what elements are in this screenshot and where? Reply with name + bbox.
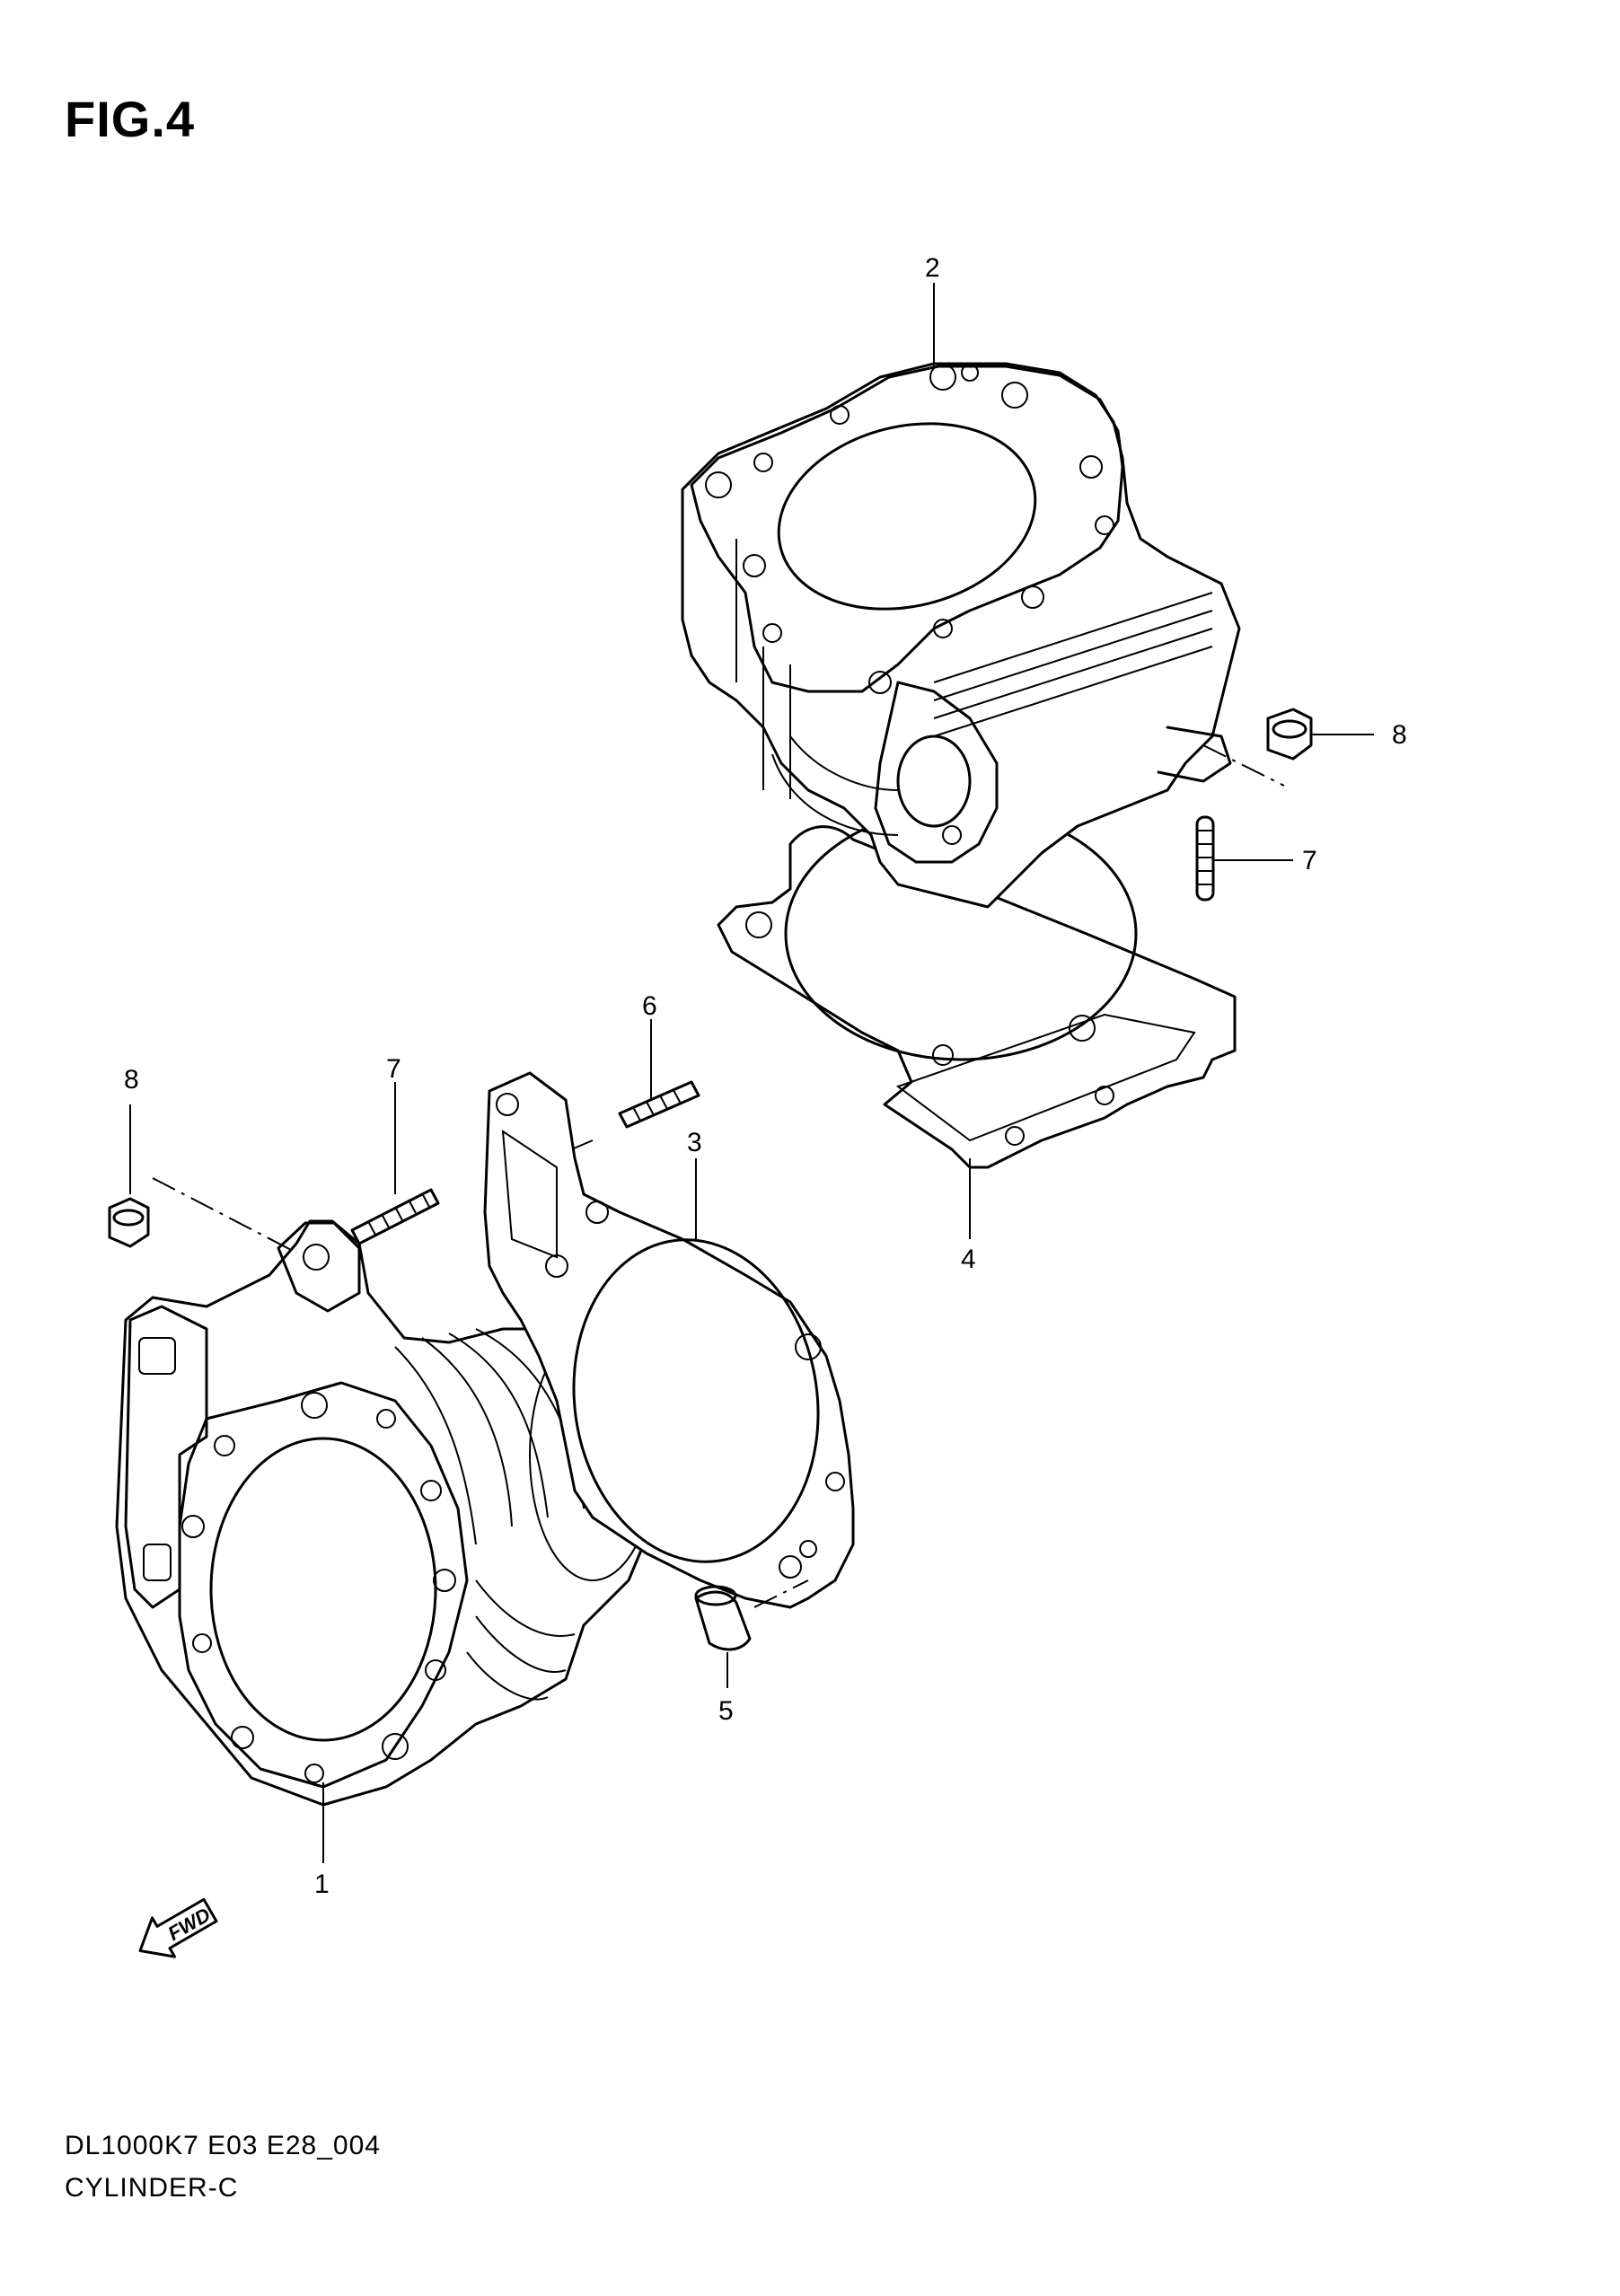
rear-cylinder-part-2 (681, 362, 1241, 1169)
callout-8-lower: 8 (124, 1065, 139, 1095)
callout-6: 6 (642, 991, 657, 1021)
stud-part-6 (529, 1019, 700, 1168)
stud-part-7-lower (350, 1082, 440, 1245)
dowel-pin-part-5 (694, 1579, 809, 1688)
callout-4: 4 (961, 1245, 976, 1274)
stud-part-7-upper (1195, 815, 1293, 902)
fwd-arrow-icon: FWD (138, 1897, 218, 1958)
nut-part-8-upper (1202, 708, 1374, 787)
nut-part-8-lower (108, 1104, 297, 1254)
head-gasket-part-3 (483, 1071, 855, 1609)
callout-2: 2 (925, 253, 940, 283)
callout-1: 1 (314, 1869, 330, 1899)
callout-5: 5 (718, 1696, 734, 1726)
base-gasket-part-4 (717, 806, 1237, 1169)
drawing-name: CYLINDER-C (65, 2173, 239, 2203)
callout-7-lower: 7 (386, 1054, 401, 1084)
drawing-code: DL1000K7 E03 E28_004 (65, 2131, 381, 2160)
callout-3: 3 (687, 1128, 702, 1157)
figure-title: FIG.4 (65, 91, 196, 147)
front-cylinder-part-1 (115, 1219, 656, 1807)
callout-8-upper: 8 (1392, 720, 1407, 750)
callout-7-upper: 7 (1302, 846, 1317, 875)
